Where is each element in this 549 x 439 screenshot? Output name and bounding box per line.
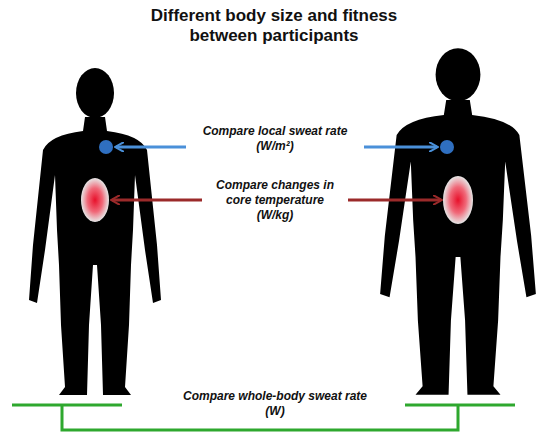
blue-arrow-right: [364, 146, 437, 149]
sweat-dot-right: [440, 140, 454, 154]
blue-arrow-left: [116, 146, 186, 149]
green-bracket: [12, 405, 515, 430]
sweat-dot-left: [99, 140, 113, 154]
core-left: [81, 178, 109, 222]
person-right: [380, 48, 536, 395]
core-right: [443, 176, 473, 224]
red-arrow-right: [348, 199, 441, 202]
comparison-label: Compare local sweat rate (W/m²): [191, 124, 359, 154]
title: Different body size and fitness between …: [129, 6, 419, 46]
red-arrow-left: [112, 199, 202, 202]
comparison-label: Compare changes in core temperature (W/k…: [208, 178, 342, 223]
person-left: [29, 68, 161, 395]
comparison-label: Compare whole-body sweat rate (W): [175, 389, 375, 419]
